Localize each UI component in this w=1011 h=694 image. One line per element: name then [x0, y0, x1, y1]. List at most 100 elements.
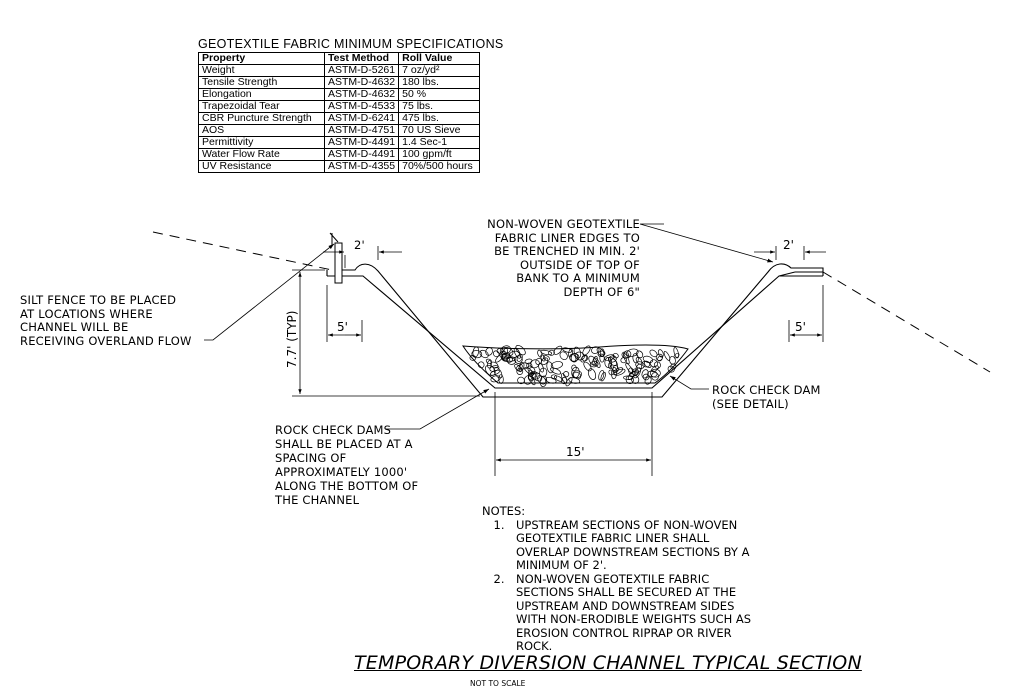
rock: [650, 368, 661, 378]
rock: [621, 351, 630, 359]
rock: [651, 372, 659, 381]
note-line: UPSTREAM AND DOWNSTREAM SIDES: [516, 598, 735, 613]
callout-line: NON-WOVEN GEOTEXTILE: [487, 217, 640, 231]
rock: [489, 365, 500, 372]
callout-rock-dams-spacing: ROCK CHECK DAMS SHALL BE PLACED AT A SPA…: [275, 423, 418, 507]
rock: [479, 349, 489, 359]
rock: [608, 369, 614, 376]
rock: [550, 367, 562, 375]
channel-outline: [326, 263, 824, 398]
rock: [574, 351, 585, 361]
rock: [487, 360, 492, 369]
rock: [667, 365, 675, 373]
dim-depth: [292, 269, 480, 397]
rock: [649, 359, 658, 368]
callout-line: AT LOCATIONS WHERE: [20, 306, 153, 321]
rock: [612, 365, 619, 373]
notes-block: NOTES: 1. UPSTREAM SECTIONS OF NON-WOVEN…: [482, 504, 752, 654]
rock: [542, 355, 550, 361]
dim-left-offset: [326, 285, 363, 342]
rock: [583, 361, 592, 372]
note-line: UPSTREAM SECTIONS OF NON-WOVEN: [516, 517, 738, 532]
rock: [548, 349, 555, 356]
rock: [528, 375, 536, 386]
callout-line: CHANNEL WILL BE: [20, 320, 129, 334]
dim-right-offset: [788, 285, 824, 342]
rock: [663, 350, 671, 361]
note-item: 2. NON-WOVEN GEOTEXTILE FABRIC SECTIONS …: [482, 571, 752, 654]
note-line: EROSION CONTROL RIPRAP OR RIVER: [516, 625, 732, 640]
ground-line-left: [152, 231, 333, 271]
note-text: NON-WOVEN GEOTEXTILE FABRIC SECTIONS SHA…: [516, 571, 752, 654]
rock: [514, 364, 522, 373]
rock: [485, 347, 493, 356]
rock: [588, 355, 598, 367]
rock: [591, 346, 600, 354]
spec-table-title: GEOTEXTILE FABRIC MINIMUM SPECIFICATIONS: [198, 37, 504, 51]
rock: [641, 369, 649, 379]
rock: [477, 361, 485, 369]
callout-rock-dam: ROCK CHECK DAM (SEE DETAIL): [712, 383, 821, 411]
note-line: GEOTEXTILE FABRIC LINER SHALL: [516, 531, 710, 545]
rock: [599, 348, 605, 358]
rock: [628, 367, 634, 375]
rock: [539, 367, 548, 378]
rock: [563, 371, 570, 378]
rock: [623, 375, 634, 380]
dim-bottom: [494, 392, 653, 476]
rock: [515, 345, 526, 356]
rock: [597, 350, 606, 357]
note-line: WITH NON-ERODIBLE WEIGHTS SUCH AS: [516, 612, 752, 626]
note-line: ROCK.: [516, 639, 553, 653]
callout-line: OUTSIDE OF TOP OF: [519, 257, 640, 272]
callout-line: DEPTH OF 6": [563, 284, 640, 299]
rock: [545, 376, 557, 384]
rock: [523, 374, 533, 385]
rock: [611, 367, 618, 380]
rock: [568, 377, 581, 384]
rock: [623, 350, 632, 359]
rock: [501, 347, 514, 357]
dim-label-right-top: 2': [783, 238, 794, 252]
spec-cell: 70%/500 hours: [398, 160, 481, 173]
rock: [608, 356, 617, 366]
dim-label-left-offset: 5': [337, 320, 348, 334]
dim-label-bottom: 15': [566, 445, 585, 459]
callout-line: SHALL BE PLACED AT A: [275, 437, 413, 451]
note-line: NON-WOVEN GEOTEXTILE FABRIC: [516, 571, 710, 586]
rock: [673, 347, 679, 359]
drawing-title: TEMPORARY DIVERSION CHANNEL TYPICAL SECT…: [354, 652, 862, 674]
rock: [524, 367, 535, 376]
callout-line: BANK TO A MINIMUM: [516, 271, 640, 285]
rock: [581, 354, 589, 362]
rock: [647, 370, 658, 378]
ground-line-right: [822, 271, 991, 373]
rock: [550, 361, 563, 369]
rock: [469, 355, 477, 361]
note-item: 1. UPSTREAM SECTIONS OF NON-WOVEN GEOTEX…: [482, 517, 751, 573]
rock: [598, 370, 605, 381]
callout-line: ROCK CHECK DAM: [712, 383, 821, 397]
rock: [635, 361, 645, 369]
rock: [673, 353, 680, 359]
note-number: 2.: [493, 571, 505, 586]
rock: [612, 353, 619, 359]
callout-line: FABRIC LINER EDGES TO: [494, 230, 640, 245]
rock: [553, 375, 563, 382]
rock: [489, 369, 500, 376]
leader-lines: [204, 223, 774, 430]
note-line: SECTIONS SHALL BE SECURED AT THE: [516, 585, 737, 599]
callout-line: APPROXIMATELY 1000': [275, 465, 408, 479]
rock: [600, 371, 606, 382]
note-number: 1.: [493, 517, 505, 532]
rock: [540, 354, 546, 362]
spec-cell: ASTM-D-4355: [323, 160, 400, 173]
rock: [669, 356, 676, 365]
